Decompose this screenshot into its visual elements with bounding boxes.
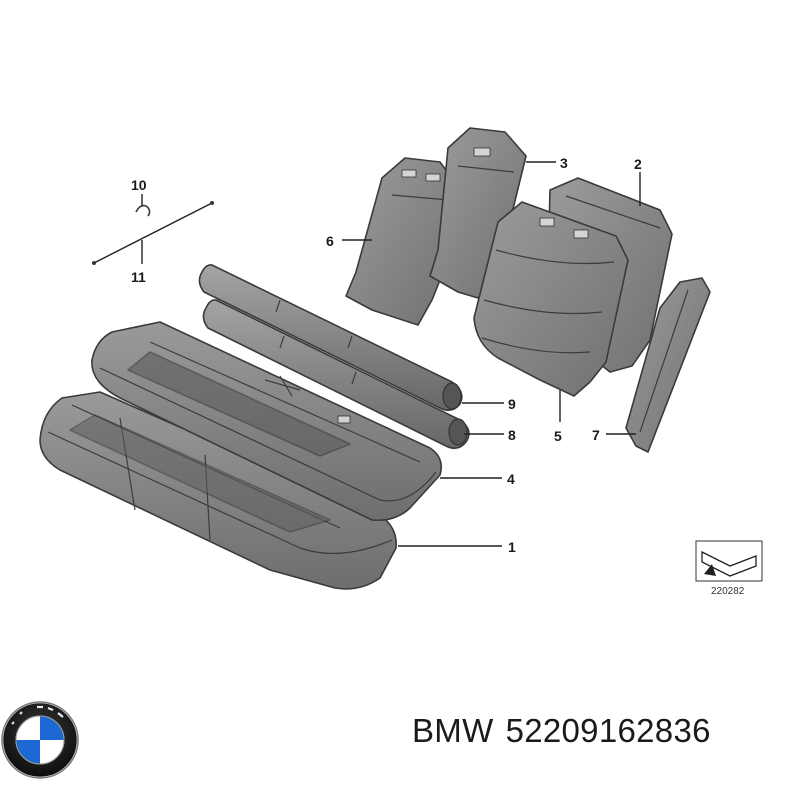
reference-code: 220282 — [711, 586, 745, 597]
callout-5: 5 — [554, 428, 562, 444]
part-wire-rod — [92, 201, 214, 265]
part-caption: BMW 52209162836 — [412, 712, 711, 750]
part-seat-cushion-bottom — [39, 391, 397, 590]
callout-7: 7 — [592, 427, 600, 443]
part-side-bolster — [625, 277, 711, 453]
bmw-roundel-logo — [1, 701, 79, 779]
callout-9: 9 — [508, 396, 516, 412]
callout-11: 11 — [131, 269, 146, 285]
brand-name: BMW — [412, 712, 494, 749]
arrow-icon — [701, 550, 757, 577]
callout-numbers: 1 2 3 4 5 6 7 8 9 10 11 — [131, 155, 642, 555]
callout-1: 1 — [508, 539, 516, 555]
callout-3: 3 — [560, 155, 568, 171]
part-roll-upper — [198, 264, 463, 412]
callout-6: 6 — [326, 233, 334, 249]
part-backrest-front — [473, 201, 629, 397]
part-center-panel-front — [345, 157, 459, 326]
callout-8: 8 — [508, 427, 516, 443]
callout-4: 4 — [507, 471, 515, 487]
part-clip — [135, 204, 151, 217]
callout-10: 10 — [131, 177, 147, 193]
part-roll-lower — [202, 299, 470, 450]
part-seat-cushion-top — [91, 321, 443, 522]
callout-2: 2 — [634, 156, 642, 172]
reference-box: 220282 — [695, 540, 763, 597]
leader-lines — [141, 161, 641, 547]
part-number: 52209162836 — [505, 712, 711, 749]
